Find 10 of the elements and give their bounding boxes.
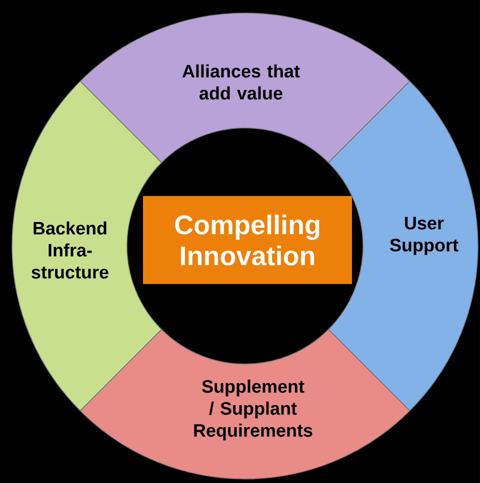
segment-label: Backend Infra- structure xyxy=(32,221,108,279)
ring-segment xyxy=(328,80,478,412)
segment-label: Supplement / Supplant Requirements xyxy=(194,380,312,440)
ring-segment xyxy=(80,12,410,163)
title-box xyxy=(143,196,352,284)
box-label: Compelling Innovation xyxy=(175,214,320,266)
segment-label: Alliances that add value xyxy=(182,64,300,100)
ring-segment xyxy=(80,329,410,480)
segment-label: User Support xyxy=(390,216,458,256)
ring-segment xyxy=(12,80,162,412)
